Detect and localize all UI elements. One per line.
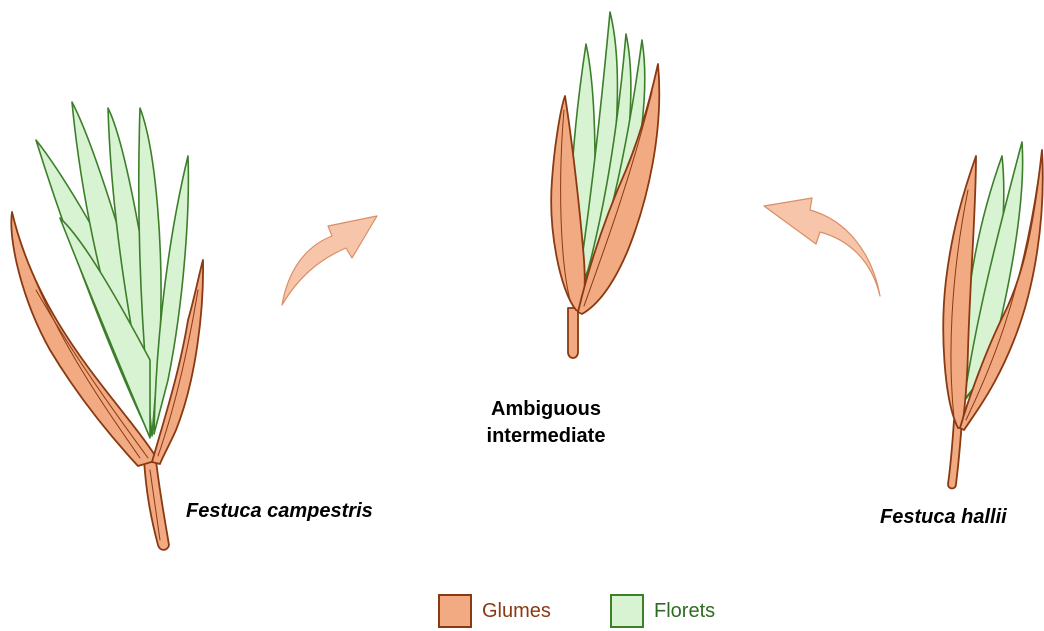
arrow-left-to-middle bbox=[282, 216, 377, 305]
label-festuca-campestris: Festuca campestris bbox=[186, 500, 373, 523]
legend-label-glumes: Glumes bbox=[482, 600, 551, 623]
arrow-right-to-middle bbox=[764, 198, 880, 296]
label-ambiguous-intermediate: Ambiguous intermediate bbox=[466, 396, 626, 450]
legend-swatch-florets bbox=[610, 594, 644, 628]
legend-item-glumes: Glumes bbox=[438, 593, 551, 629]
legend-label-florets: Florets bbox=[654, 600, 715, 623]
label-line: Ambiguous bbox=[466, 396, 626, 423]
spikelet-festuca-campestris bbox=[11, 102, 203, 550]
spikelet-ambiguous-intermediate bbox=[551, 12, 659, 358]
stalk bbox=[948, 420, 962, 489]
spikelet-festuca-hallii bbox=[943, 142, 1042, 489]
legend-item-florets: Florets bbox=[610, 593, 715, 629]
stalk bbox=[568, 308, 578, 358]
stalk bbox=[144, 460, 169, 550]
label-festuca-hallii: Festuca hallii bbox=[880, 506, 1007, 529]
label-line: intermediate bbox=[466, 423, 626, 450]
legend-swatch-glumes bbox=[438, 594, 472, 628]
